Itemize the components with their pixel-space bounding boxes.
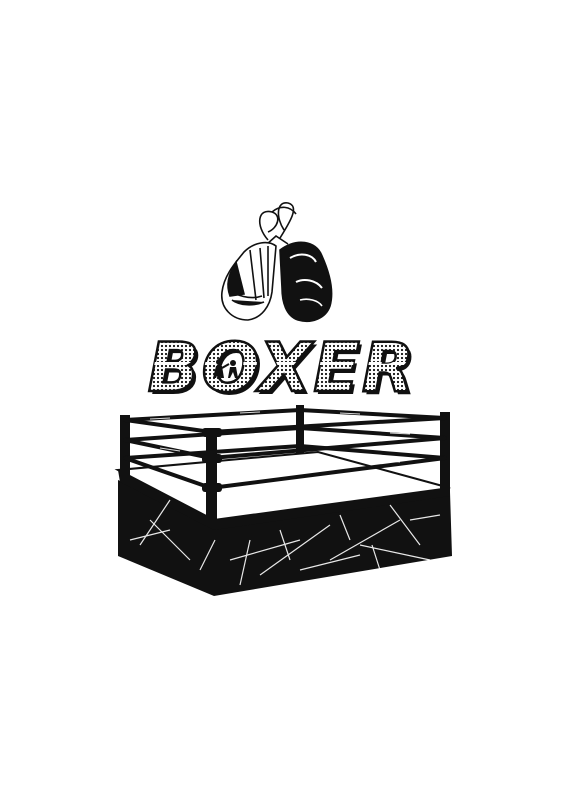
svg-text:BOXER: BOXER [151,332,419,411]
boxing-gloves-icon [221,202,333,322]
title-logo: BOXER BOXER [147,328,419,411]
boxing-ring-icon [114,405,452,596]
title-text: BOXER [148,329,416,408]
fighters-silhouette-icon [213,359,238,378]
